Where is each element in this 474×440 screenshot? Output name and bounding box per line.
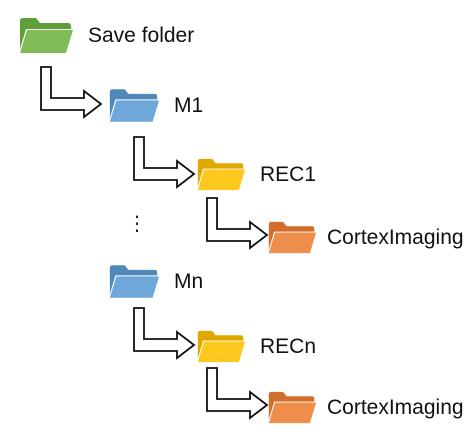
folder-icon [268,391,317,424]
folder-icon [109,265,160,298]
tree-node-cortex-imaging-n: CortexImaging [267,389,464,425]
folder-label: CortexImaging [327,225,464,249]
tree-node-cortex-imaging-1: CortexImaging [267,219,464,255]
folder-label: CortexImaging [327,395,464,419]
folder-front [20,30,73,53]
folder-back [197,330,244,359]
folder-back [268,221,315,250]
folder-front [197,169,246,191]
elbow-arrow-icon [133,307,196,360]
folder-back [197,158,244,187]
elbow-arrow-icon [206,197,269,250]
folder-label: Mn [174,269,204,293]
tree-node-recn: RECn [196,328,316,364]
folder-icon [197,330,246,363]
folder-icon [109,89,160,122]
tree-node-m1: M1 [108,86,203,124]
folder-front [197,341,246,363]
folder-label: REC1 [260,162,317,186]
elbow-arrow-icon [133,136,196,189]
folder-back [109,265,158,294]
elbow-arrow-icon [206,367,269,420]
folder-back [268,391,315,420]
tree-node-mn: Mn [108,262,203,300]
folder-back [20,18,71,49]
elbow-arrow-icon [40,66,103,119]
folder-front [109,276,160,298]
folder-label: Save folder [88,23,195,47]
folder-label: RECn [260,334,317,358]
ellipsis-indicator: ⋮ [127,213,147,235]
folder-front [109,100,160,122]
tree-node-save-folder: Save folder [18,15,194,55]
folder-icon [20,18,73,53]
tree-node-rec1: REC1 [196,156,316,192]
folder-label: M1 [174,93,204,117]
folder-front [268,232,317,254]
folder-icon [197,158,246,191]
folder-front [268,402,317,424]
folder-back [109,89,158,118]
folder-icon [268,221,317,254]
